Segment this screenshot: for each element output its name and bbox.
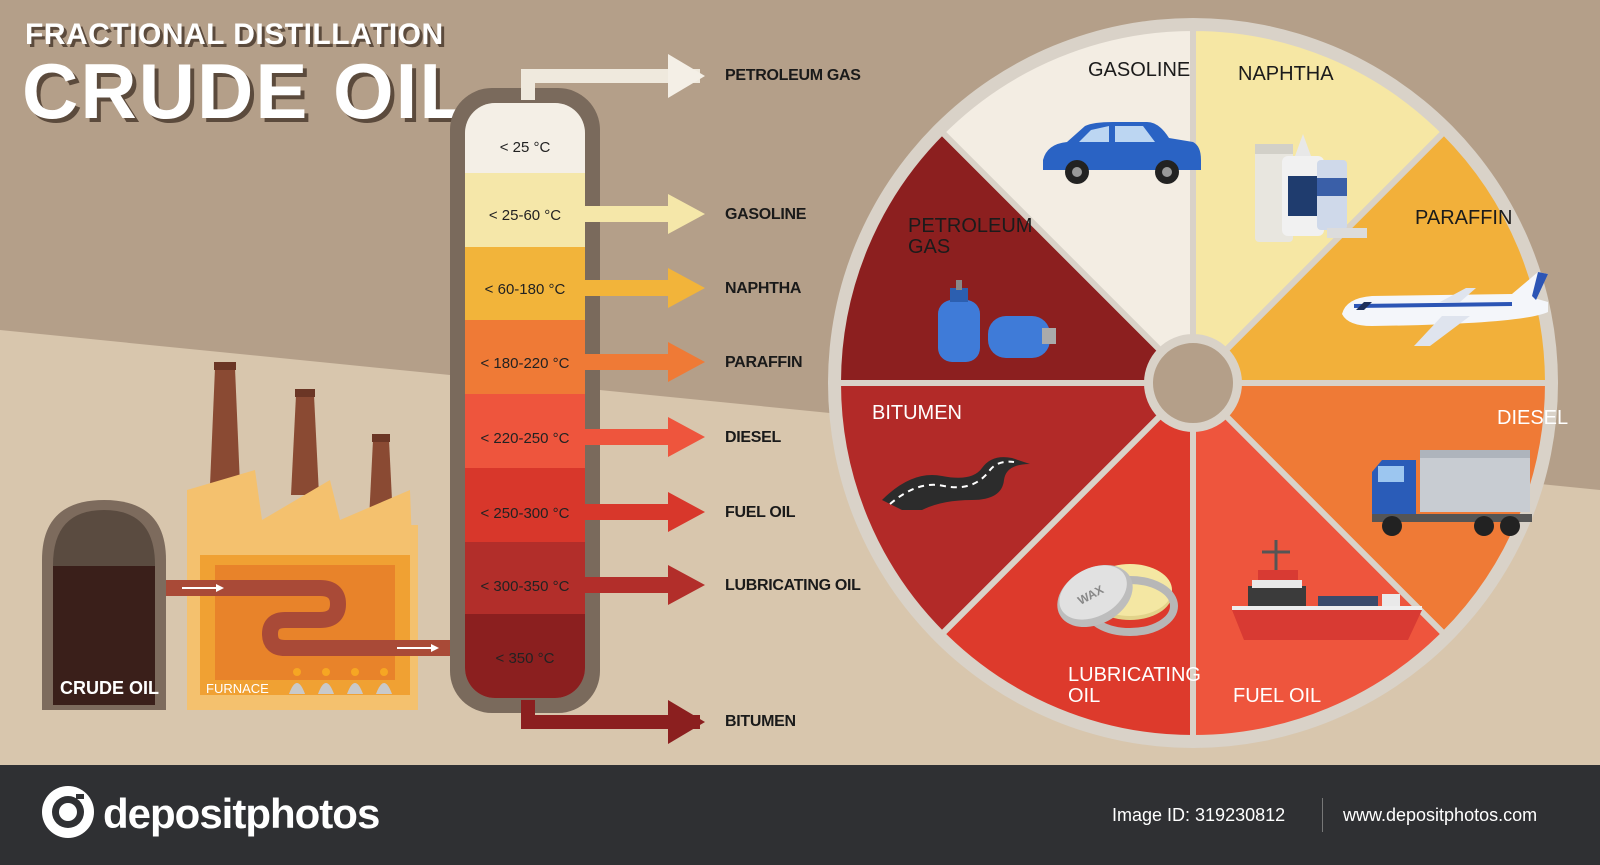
fraction-temp: < 300-350 °C bbox=[480, 578, 570, 595]
factory bbox=[152, 362, 478, 710]
fraction-arrow bbox=[528, 492, 705, 532]
footer-brand[interactable]: depositphotos bbox=[103, 790, 380, 837]
product-label: LUBRICATING OIL bbox=[725, 577, 861, 594]
fraction-temp: < 220-250 °C bbox=[480, 430, 570, 447]
car-icon bbox=[1043, 122, 1201, 184]
footer-image-id: Image ID: 319230812 bbox=[1112, 805, 1286, 825]
ship-icon bbox=[1232, 540, 1422, 640]
fraction-temp: < 25-60 °C bbox=[488, 207, 562, 224]
wax-tin-icon bbox=[1057, 564, 1178, 636]
column-band bbox=[465, 614, 585, 698]
wheel-label-bitumen: BITUMEN bbox=[872, 402, 962, 424]
column-band bbox=[465, 103, 585, 173]
product-label: FUEL OIL bbox=[725, 504, 796, 521]
product-label: GASOLINE bbox=[725, 206, 807, 223]
product-label: DIESEL bbox=[725, 429, 781, 446]
fraction-temp: < 180-220 °C bbox=[480, 355, 570, 372]
wheel-hub bbox=[1147, 337, 1239, 429]
products-wheel bbox=[828, 18, 1558, 748]
product-label: PETROLEUM GAS bbox=[725, 67, 861, 84]
fraction-arrow bbox=[528, 417, 705, 457]
furnace-label: FURNACE bbox=[206, 681, 269, 696]
airplane-icon bbox=[1342, 272, 1548, 346]
fraction-arrow bbox=[528, 565, 705, 605]
wheel-label-lubricating-oil: LUBRICATING OIL bbox=[1068, 664, 1201, 707]
burner-icon bbox=[289, 668, 392, 694]
camera-logo-icon bbox=[42, 786, 94, 838]
wheel-icons bbox=[882, 122, 1548, 640]
title-line-1: FRACTIONAL DISTILLATION bbox=[25, 18, 444, 51]
chimney-icon bbox=[210, 368, 240, 485]
fraction-arrows bbox=[528, 54, 705, 744]
wheel-label-gasoline: GASOLINE bbox=[1088, 59, 1191, 81]
fraction-temp: < 350 °C bbox=[495, 650, 555, 667]
chimney-icon bbox=[291, 395, 319, 495]
wheel-label-naphtha: NAPHTHA bbox=[1238, 63, 1334, 85]
wheel-label-petroleum-gas: PETROLEUM GAS bbox=[908, 215, 1033, 258]
truck-icon bbox=[1372, 450, 1532, 536]
crude-oil-label: CRUDE OIL bbox=[60, 678, 159, 698]
fraction-arrow bbox=[528, 194, 705, 234]
wheel-label-paraffin: PARAFFIN bbox=[1415, 207, 1513, 229]
chemical-bottles-icon bbox=[1255, 134, 1367, 242]
distillation-column bbox=[450, 69, 700, 729]
wheel-label-fuel-oil: FUEL OIL bbox=[1233, 685, 1322, 707]
wheel-label-diesel: DIESEL bbox=[1497, 407, 1569, 429]
fraction-temp: < 60-180 °C bbox=[484, 281, 566, 298]
fraction-temp: < 25 °C bbox=[499, 139, 551, 156]
crude-oil-tank bbox=[42, 500, 166, 710]
product-label: BITUMEN bbox=[725, 713, 796, 730]
fraction-arrow bbox=[668, 54, 705, 98]
fraction-arrow bbox=[528, 342, 705, 382]
fraction-arrow bbox=[668, 700, 705, 744]
product-label: PARAFFIN bbox=[725, 354, 803, 371]
footer-bar bbox=[0, 765, 1600, 865]
road-icon bbox=[882, 457, 1030, 510]
footer-divider bbox=[1322, 798, 1323, 832]
footer-site-link[interactable]: www.depositphotos.com bbox=[1343, 805, 1538, 825]
product-label: NAPHTHA bbox=[725, 280, 802, 297]
title-line-2: CRUDE OIL bbox=[22, 47, 469, 135]
fraction-temp: < 250-300 °C bbox=[480, 505, 570, 522]
fraction-arrow bbox=[528, 268, 705, 308]
gas-cylinder-icon bbox=[938, 280, 1056, 362]
